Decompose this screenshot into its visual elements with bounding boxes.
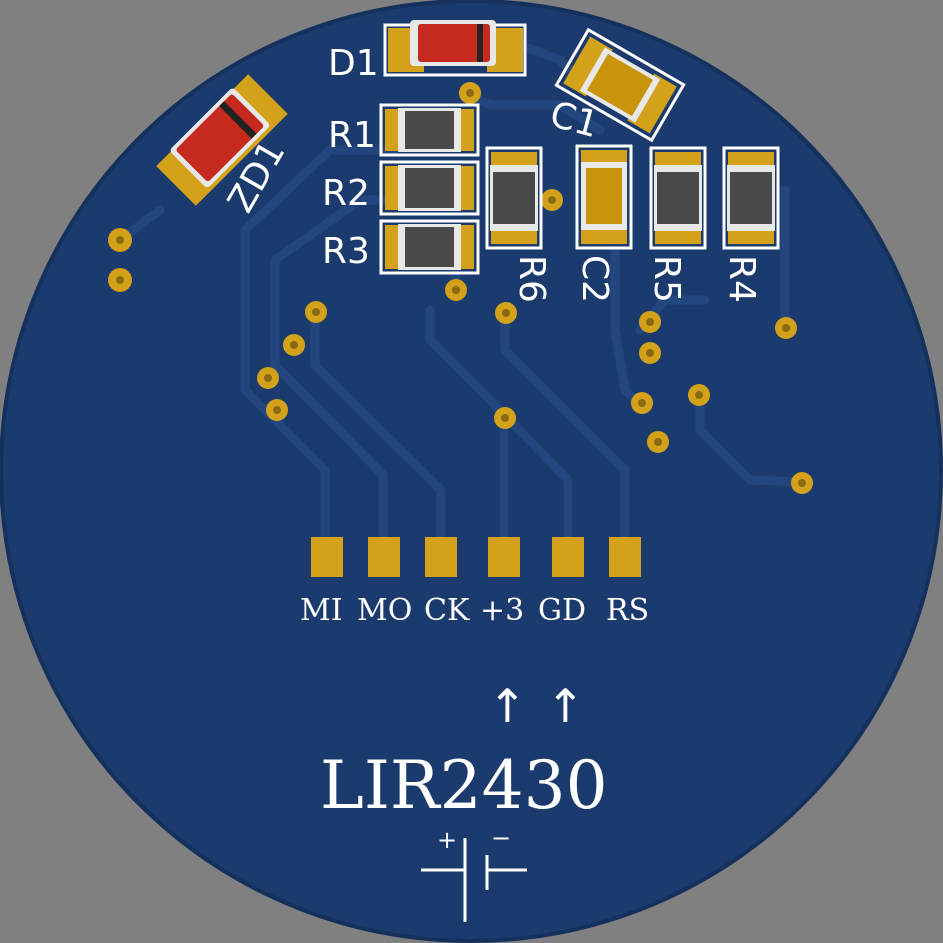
- arrow-up-icon: ↑: [488, 679, 527, 733]
- via: [639, 342, 661, 364]
- capacitor-c2: [575, 144, 633, 250]
- via: [459, 82, 481, 104]
- via: [541, 189, 563, 211]
- resistor-r1: [379, 103, 480, 157]
- via: [631, 392, 653, 414]
- via-layer: [108, 82, 813, 494]
- pad-rs: [609, 537, 641, 577]
- arrow-up-icon: ↑: [546, 679, 585, 733]
- pad-3v: [488, 537, 520, 577]
- via: [445, 279, 467, 301]
- battery-label: LIR2430: [320, 747, 608, 824]
- label-r6: R6: [511, 255, 552, 303]
- battery-minus-sign: −: [491, 824, 511, 852]
- via: [647, 431, 669, 453]
- via: [775, 317, 797, 339]
- pin-label-rs: RS: [606, 593, 649, 628]
- via: [305, 301, 327, 323]
- pad-mi: [311, 537, 343, 577]
- via: [688, 384, 710, 406]
- pin-label-3v: +3: [480, 593, 524, 628]
- via: [494, 407, 516, 429]
- battery-symbol-icon: [421, 838, 527, 922]
- via: [495, 302, 517, 324]
- resistor-r4: [722, 146, 780, 250]
- label-d1: D1: [328, 43, 379, 84]
- label-r5: R5: [646, 255, 687, 303]
- label-r1: R1: [328, 115, 376, 156]
- capacitor-c1: [554, 27, 686, 143]
- pad-ck: [425, 537, 457, 577]
- label-r2: R2: [322, 173, 370, 214]
- diode-zd1: [156, 74, 288, 206]
- via: [108, 228, 132, 252]
- connector-pads: [311, 537, 641, 577]
- label-r3: R3: [322, 231, 370, 272]
- via: [639, 311, 661, 333]
- resistor-r6: [485, 146, 543, 250]
- battery-plus-sign: +: [437, 826, 457, 854]
- resistor-r2: [379, 160, 480, 216]
- via: [257, 367, 279, 389]
- pin-label-mi: MI: [300, 593, 343, 628]
- pin-label-gd: GD: [538, 593, 586, 628]
- pad-mo: [368, 537, 400, 577]
- via: [108, 268, 132, 292]
- resistor-r5: [649, 146, 707, 250]
- label-r4: R4: [721, 255, 762, 303]
- via: [283, 334, 305, 356]
- resistor-r3: [379, 219, 480, 275]
- diode-d1: [383, 20, 527, 77]
- pin-label-mo: MO: [357, 593, 412, 628]
- label-c2: C2: [574, 255, 615, 303]
- pad-gd: [552, 537, 584, 577]
- via: [266, 399, 288, 421]
- pin-labels: MI MO CK +3 GD RS: [300, 593, 649, 628]
- pin-label-ck: CK: [424, 593, 470, 628]
- via: [791, 472, 813, 494]
